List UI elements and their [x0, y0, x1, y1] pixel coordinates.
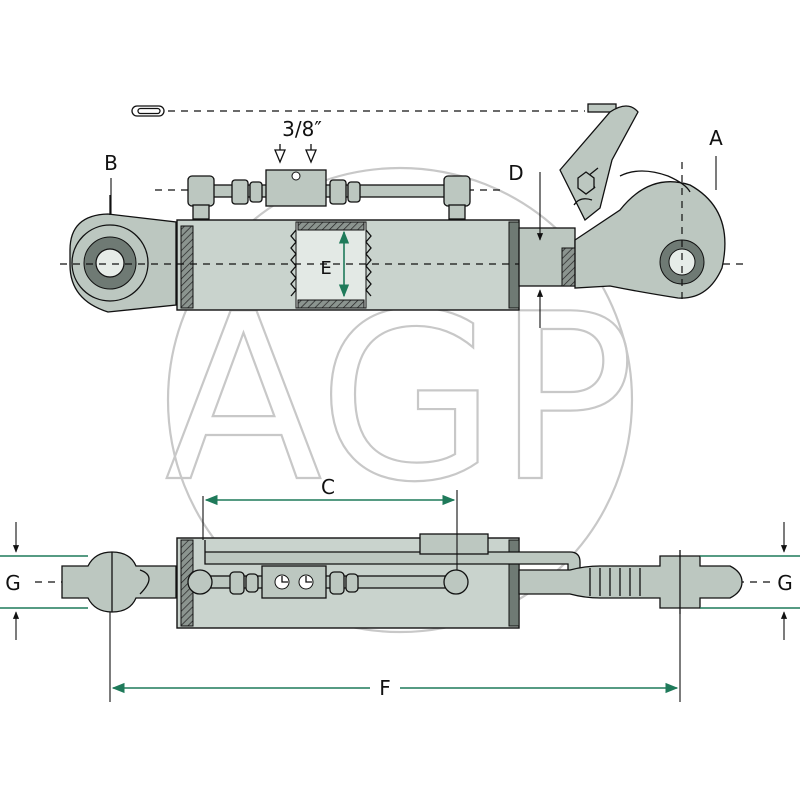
dim-g-right-label: G	[777, 571, 793, 595]
dim-c-label: C	[321, 475, 335, 499]
adjuster-side	[187, 565, 469, 599]
ball-end-left	[69, 195, 177, 313]
top-view: 3/8″	[60, 103, 745, 328]
hook-end-right-side	[518, 550, 743, 614]
dim-g-left-label: G	[5, 571, 21, 595]
bottom-view: C F G G	[0, 475, 800, 702]
dim-d-label: D	[508, 161, 523, 185]
tube-end-ring	[508, 221, 520, 309]
dim-b-label: B	[104, 151, 118, 175]
tube-end-collar	[180, 225, 194, 309]
safety-pin-icon	[131, 105, 165, 117]
ball-end-left-side	[61, 551, 177, 613]
adjuster-assembly	[155, 144, 505, 220]
hook-end-right	[518, 105, 726, 300]
pin-holder	[419, 533, 489, 555]
dim-e-label: E	[320, 258, 331, 279]
dim-f-label: F	[379, 676, 391, 700]
dim-a-label: A	[709, 126, 723, 150]
thread-cutaway	[290, 221, 372, 309]
thread-size-label: 3/8″	[282, 117, 322, 141]
